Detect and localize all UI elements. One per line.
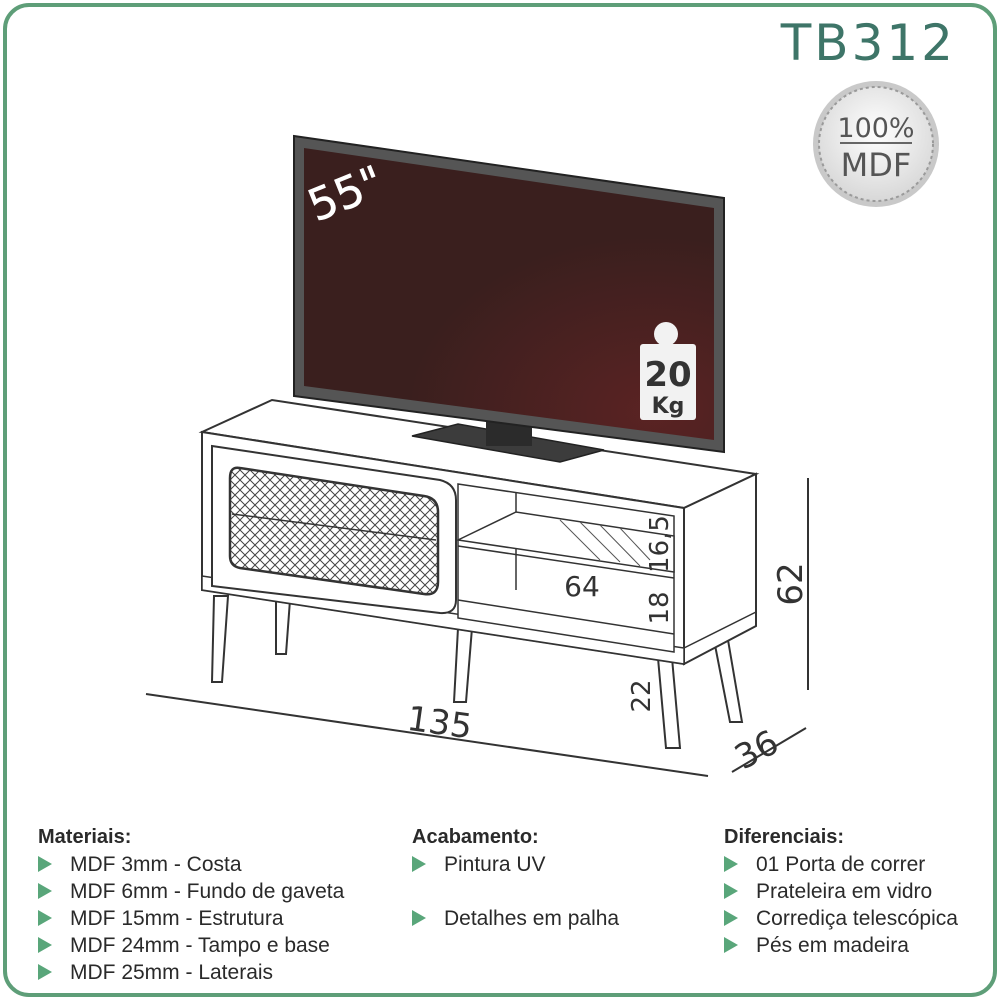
weight-hook bbox=[654, 322, 678, 346]
bullet-icon bbox=[38, 883, 52, 899]
weight-value: 20 bbox=[644, 355, 691, 395]
width-dimension-line bbox=[145, 693, 709, 777]
seal-mdf: MDF bbox=[841, 146, 912, 184]
materials-item: MDF 6mm - Fundo de gaveta bbox=[38, 878, 344, 905]
bullet-icon bbox=[724, 856, 738, 872]
height-label: 62 bbox=[771, 562, 811, 605]
leg-front-right bbox=[656, 657, 682, 749]
features-item: Pés em madeira bbox=[724, 932, 958, 959]
materials-item: MDF 24mm - Tampo e base bbox=[38, 932, 344, 959]
leg-back-right-inner bbox=[452, 627, 474, 703]
niche-lower-height-label: 18 bbox=[645, 591, 675, 624]
features-section: Diferenciais: 01 Porta de correr Pratele… bbox=[724, 826, 958, 959]
green-border-frame bbox=[3, 3, 997, 997]
features-item: Corrediça telescópica bbox=[724, 905, 958, 932]
straw-mesh-panel bbox=[228, 466, 440, 596]
rack-side-panel bbox=[683, 472, 757, 666]
seal-percent: 100% bbox=[837, 113, 914, 144]
glass-shelf bbox=[455, 511, 675, 573]
bullet-icon bbox=[412, 856, 426, 872]
bullet-icon bbox=[38, 964, 52, 980]
depth-dimension-line bbox=[731, 727, 807, 773]
niche-upper-height-label: 16,5 bbox=[645, 515, 675, 573]
features-item: 01 Porta de correr bbox=[724, 851, 958, 878]
product-code: TB312 bbox=[780, 14, 956, 72]
glass-reflections bbox=[559, 519, 651, 567]
finish-section: Acabamento: Pintura UV Detalhes em palha bbox=[412, 826, 619, 932]
materials-section: Materiais: MDF 3mm - Costa MDF 6mm - Fun… bbox=[38, 826, 344, 986]
features-title: Diferenciais: bbox=[724, 826, 845, 848]
finish-item: Detalhes em palha bbox=[412, 905, 619, 932]
bullet-icon bbox=[38, 937, 52, 953]
bullet-icon bbox=[724, 937, 738, 953]
weight-body bbox=[640, 344, 696, 420]
bullet-icon bbox=[724, 910, 738, 926]
leg-height-label: 22 bbox=[627, 679, 657, 712]
materials-item: MDF 25mm - Laterais bbox=[38, 959, 344, 986]
leg-front-left bbox=[210, 595, 230, 683]
tv-screen bbox=[304, 148, 714, 440]
materials-item: MDF 15mm - Estrutura bbox=[38, 905, 344, 932]
bullet-icon bbox=[38, 910, 52, 926]
rack-drawing: 55" 20 Kg 135 36 62 64 16,5 18 22 bbox=[145, 134, 811, 778]
mdf-seal: 100% MDF bbox=[813, 81, 939, 207]
leg-back-right bbox=[712, 639, 744, 723]
bullet-icon bbox=[38, 856, 52, 872]
weight-badge: 20 Kg bbox=[640, 322, 696, 420]
bullet-icon bbox=[724, 883, 738, 899]
finish-item: Pintura UV bbox=[412, 851, 619, 878]
features-item: Prateleira em vidro bbox=[724, 878, 958, 905]
materials-title: Materiais: bbox=[38, 826, 132, 848]
weight-unit: Kg bbox=[652, 394, 685, 419]
niche-width-label: 64 bbox=[564, 570, 600, 603]
materials-item: MDF 3mm - Costa bbox=[38, 851, 344, 878]
finish-title: Acabamento: bbox=[412, 826, 539, 848]
leg-back-left bbox=[275, 599, 292, 655]
bullet-icon bbox=[412, 910, 426, 926]
width-label: 135 bbox=[405, 699, 475, 748]
